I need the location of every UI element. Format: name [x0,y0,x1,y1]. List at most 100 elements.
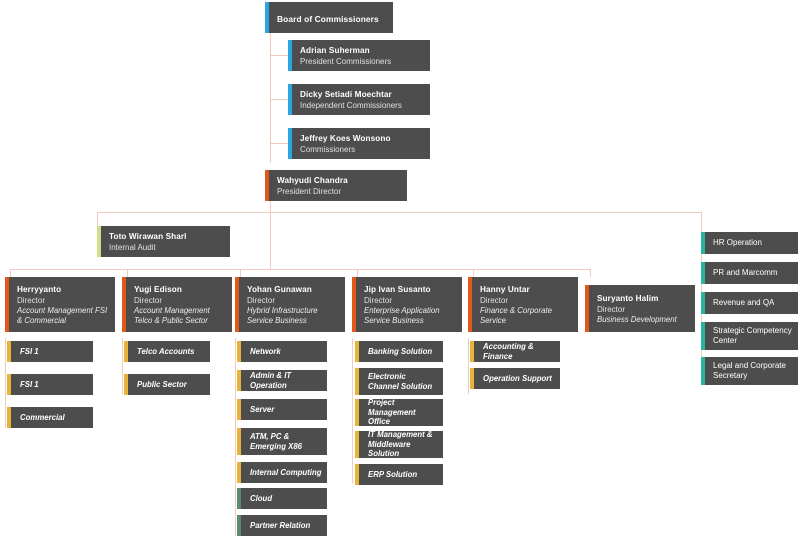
node-unit: Account Management Telco & Public Sector [134,305,210,325]
node-label: Board of Commissioners [277,13,379,24]
support-unit-pr-and-marcomm[interactable]: PR and Marcomm [701,262,798,284]
connector-to-commissioner-3 [270,143,289,144]
connector-drop-director-5 [473,269,474,277]
connector-spine-column-5 [468,338,469,394]
node-director-yohan-gunawan[interactable]: Yohan Gunawan Director Hybrid Infrastruc… [235,277,345,332]
connector-to-commissioner-2 [270,99,289,100]
node-role: Internal Audit [109,242,156,252]
node-role: President Commissioners [300,56,392,66]
node-president-director[interactable]: Wahyudi Chandra President Director [265,170,407,201]
node-unit: Enterprise Application Service Business [364,305,440,325]
node-role: Director [480,295,509,305]
leaf-operation-support[interactable]: Operation Support [470,368,560,389]
leaf-label: Network [250,346,281,356]
accent-bar [585,285,589,332]
leaf-telco-accounts[interactable]: Telco Accounts [124,341,210,362]
accent-bar [701,262,705,284]
leaf-network[interactable]: Network [237,341,327,362]
accent-bar [355,341,359,362]
node-commissioner-dicky-setiadi-moechtar[interactable]: Dicky Setiadi Moechtar Independent Commi… [288,84,430,115]
leaf-fsi-1-b[interactable]: FSI 1 [7,374,93,395]
accent-bar [470,368,474,389]
connector-drop-director-1 [10,269,11,277]
leaf-cloud[interactable]: Cloud [237,488,327,509]
node-unit: Hybrid Infrastructure Service Business [247,305,318,325]
leaf-label: Accounting & Finance [483,342,534,361]
leaf-erp-solution[interactable]: ERP Solution [355,464,443,485]
accent-bar [97,226,101,257]
accent-bar [237,488,241,509]
node-name: Toto Wirawan Sharl [109,231,187,241]
support-unit-legal-and-corporate-secretary[interactable]: Legal and Corporate Secretary [701,357,798,385]
accent-bar [701,322,705,350]
node-name: Jip Ivan Susanto [364,284,431,294]
leaf-public-sector[interactable]: Public Sector [124,374,210,395]
connector-presdir-down [270,201,271,269]
support-unit-hr-operation[interactable]: HR Operation [701,232,798,254]
node-board-of-commissioners[interactable]: Board of Commissioners [265,2,393,33]
node-director-herryyanto[interactable]: Herryyanto Director Account Management F… [5,277,115,332]
leaf-label: FSI 1 [20,346,39,356]
accent-bar [355,464,359,485]
connector-spine-column-3 [235,338,236,536]
leaf-internal-computing[interactable]: Internal Computing [237,462,327,483]
connector-spine-column-1 [5,338,6,428]
leaf-project-management-office[interactable]: Project Management Office [355,399,443,426]
node-name: Suryanto Halim [597,293,659,303]
node-role: Director [134,295,163,305]
node-unit: Finance & Corporate Service [480,305,552,325]
leaf-label: Operation Support [483,373,552,383]
leaf-fsi-1-a[interactable]: FSI 1 [7,341,93,362]
accent-bar [237,399,241,420]
accent-bar [288,40,292,71]
node-role: Director [17,295,46,305]
connector-spine-column-2 [122,338,123,394]
accent-bar [265,2,269,33]
leaf-accounting-finance[interactable]: Accounting & Finance [470,341,560,362]
node-name: Wahyudi Chandra [277,175,348,185]
support-label: Strategic Competency Center [713,326,792,345]
connector-drop-director-3 [240,269,241,277]
support-label: Legal and Corporate Secretary [713,361,786,380]
node-commissioner-jeffrey-koes-wonsono[interactable]: Jeffrey Koes Wonsono Commissioners [288,128,430,159]
connector-board-to-commissioners [270,32,271,163]
support-unit-revenue-and-qa[interactable]: Revenue and QA [701,292,798,314]
node-name: Herryyanto [17,284,62,294]
accent-bar [265,170,269,201]
node-director-yugi-edison[interactable]: Yugi Edison Director Account Management … [122,277,232,332]
node-director-suryanto-halim[interactable]: Suryanto Halim Director Business Develop… [585,285,695,332]
leaf-atm-pc-emerging-x86[interactable]: ATM, PC & Emerging X86 [237,428,327,455]
support-unit-strategic-competency-center[interactable]: Strategic Competency Center [701,322,798,350]
leaf-admin-it-operation[interactable]: Admin & IT Operation [237,370,327,391]
leaf-partner-relation[interactable]: Partner Relation [237,515,327,536]
leaf-commercial[interactable]: Commercial [7,407,93,428]
node-role: Director [247,295,276,305]
accent-bar [122,277,126,332]
accent-bar [237,515,241,536]
leaf-server[interactable]: Server [237,399,327,420]
leaf-label: ERP Solution [368,469,418,479]
leaf-banking-solution[interactable]: Banking Solution [355,341,443,362]
node-name: Yugi Edison [134,284,182,294]
leaf-label: IT Management & Middleware Solution [368,431,433,458]
leaf-label: Public Sector [137,379,187,389]
accent-bar [237,370,241,391]
leaf-label: Banking Solution [368,346,433,356]
node-director-jip-ivan-susanto[interactable]: Jip Ivan Susanto Director Enterprise App… [352,277,462,332]
leaf-electronic-channel-solution[interactable]: Electronic Channel Solution [355,368,443,395]
leaf-label: Project Management Office [368,399,416,426]
node-unit: Business Development [597,314,677,324]
node-internal-audit[interactable]: Toto Wirawan Sharl Internal Audit [97,226,230,257]
accent-bar [355,399,359,426]
accent-bar [701,232,705,254]
leaf-label: Telco Accounts [137,346,195,356]
leaf-it-management-middleware-solution[interactable]: IT Management & Middleware Solution [355,431,443,458]
node-director-hanny-untar[interactable]: Hanny Untar Director Finance & Corporate… [468,277,578,332]
accent-bar [7,341,11,362]
connector-internal-audit-drop [97,212,98,228]
accent-bar [355,368,359,395]
node-commissioner-adrian-suherman[interactable]: Adrian Suherman President Commissioners [288,40,430,71]
node-role: Independent Commissioners [300,100,402,110]
leaf-label: Electronic Channel Solution [368,372,433,391]
